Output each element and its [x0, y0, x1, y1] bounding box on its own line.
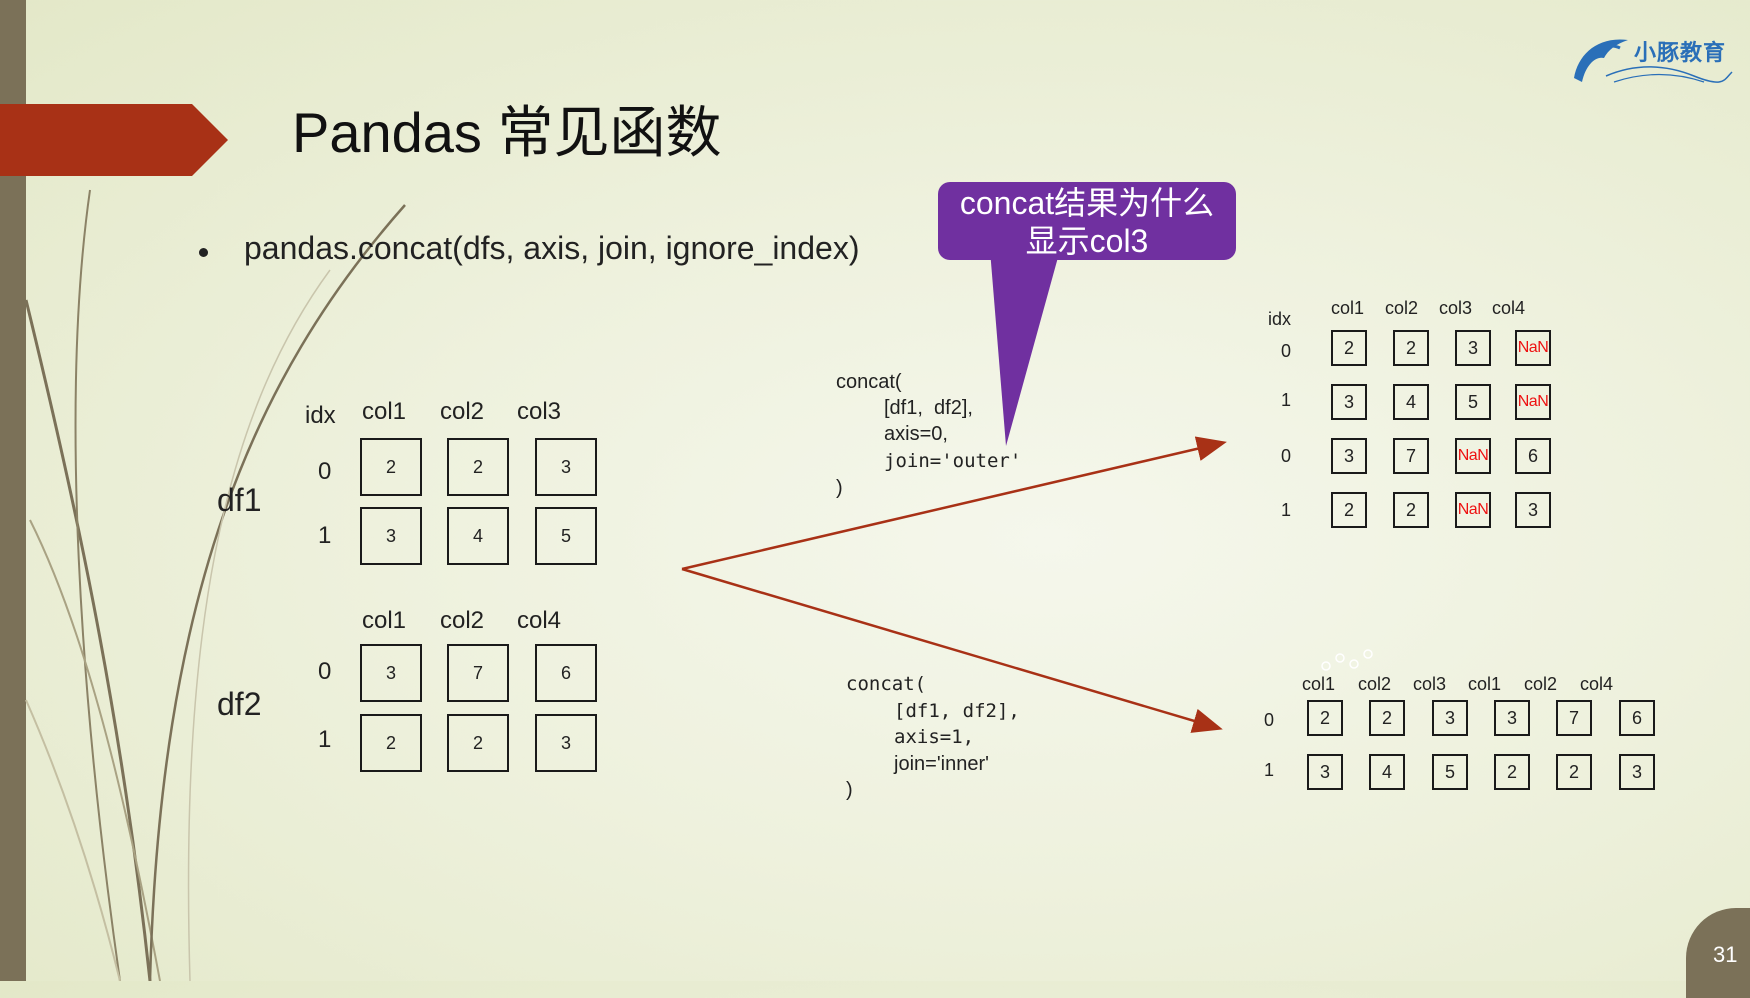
code-inner-line: [df1, df2],: [894, 700, 1020, 722]
title-arrow-shape: [0, 104, 228, 176]
result-outer-cell: 6: [1515, 438, 1551, 474]
callout-box: concat结果为什么 显示col3: [938, 182, 1236, 260]
bullet-text: pandas.concat(dfs, axis, join, ignore_in…: [244, 230, 860, 266]
result-inner-header: col2: [1524, 674, 1558, 694]
code-outer-line: [df1, df2],: [884, 397, 973, 419]
result-outer-header: col3: [1439, 298, 1473, 318]
result-outer-index: 1: [1281, 390, 1292, 410]
result-inner-index: 1: [1264, 760, 1275, 780]
result-inner-header: col4: [1580, 674, 1614, 694]
result-inner-index: 0: [1264, 710, 1275, 730]
result-outer-cell: 3: [1515, 492, 1551, 528]
df2-header: col2: [440, 607, 485, 634]
dolphin-logo-icon: [1574, 39, 1628, 82]
df1-header: col2: [440, 398, 485, 425]
df1-cell: 3: [535, 438, 597, 496]
result-inner-cell: 2: [1556, 754, 1592, 790]
result-outer-header: col1: [1331, 298, 1365, 318]
bullet-dot: [199, 248, 208, 257]
code-outer-line: concat(: [836, 371, 902, 393]
code-inner-line: axis=1,: [894, 726, 975, 748]
logo-wave-lines: [1605, 66, 1733, 83]
df1-index: 0: [318, 458, 332, 485]
result-outer-cell: 2: [1393, 330, 1429, 366]
result-outer-cell: 5: [1455, 384, 1491, 420]
result-inner-cell: 2: [1307, 700, 1343, 736]
result-inner-header: col1: [1302, 674, 1336, 694]
slide-title: Pandas 常见函数: [292, 101, 722, 164]
df2-cell: 6: [535, 644, 597, 702]
df2-label: df2: [217, 686, 262, 722]
code-outer-line: ): [836, 477, 843, 499]
df1-cell: 3: [360, 507, 422, 565]
result-outer-header: col4: [1492, 298, 1526, 318]
df2-cell: 2: [360, 714, 422, 772]
result-outer-cell-nan: NaN: [1455, 492, 1491, 528]
result-inner-cell: 2: [1369, 700, 1405, 736]
result-inner-cell: 7: [1556, 700, 1592, 736]
df2-index: 0: [318, 658, 332, 685]
code-outer-line: axis=0,: [884, 423, 948, 445]
df1-label: df1: [217, 482, 262, 518]
result-inner-cell: 3: [1494, 700, 1530, 736]
result-outer-cell: 2: [1331, 492, 1367, 528]
result-inner-cell: 3: [1432, 700, 1468, 736]
result-outer-index: 0: [1281, 341, 1292, 361]
result-outer-cell: 7: [1393, 438, 1429, 474]
result-outer-idx-label: idx: [1268, 309, 1292, 329]
result-inner-header: col3: [1413, 674, 1447, 694]
result-outer-cell: 2: [1393, 492, 1429, 528]
df2-header: col1: [362, 607, 407, 634]
df2-cell: 3: [360, 644, 422, 702]
df2-index: 1: [318, 726, 332, 753]
result-outer-cell: 3: [1331, 438, 1367, 474]
callout-pointer: [990, 250, 1060, 446]
code-outer-line: join='outer': [884, 450, 1022, 472]
result-outer-cell: 2: [1331, 330, 1367, 366]
result-inner-cell: 2: [1494, 754, 1530, 790]
result-inner-cell: 3: [1307, 754, 1343, 790]
code-inner-line: join='inner': [894, 753, 989, 775]
logo-text: 小豚教育: [1634, 40, 1727, 65]
result-inner-cell: 3: [1619, 754, 1655, 790]
result-inner-header: col2: [1358, 674, 1392, 694]
result-inner-header: col1: [1468, 674, 1502, 694]
page-number: 31: [1713, 942, 1738, 967]
df1-cell: 2: [360, 438, 422, 496]
code-inner-line: ): [846, 779, 853, 801]
result-outer-cell-nan: NaN: [1515, 330, 1551, 366]
df2-cell: 3: [535, 714, 597, 772]
callout-line-1: concat结果为什么: [959, 185, 1215, 221]
result-inner-cell: 5: [1432, 754, 1468, 790]
result-outer-index: 0: [1281, 446, 1292, 466]
code-inner-line: concat(: [846, 673, 927, 695]
result-outer-cell-nan: NaN: [1515, 384, 1551, 420]
result-outer-index: 1: [1281, 500, 1292, 520]
df2-header: col4: [517, 607, 562, 634]
df2-cell: 7: [447, 644, 509, 702]
df1-cell: 5: [535, 507, 597, 565]
result-outer-cell-nan: NaN: [1455, 438, 1491, 474]
df2-cell: 2: [447, 714, 509, 772]
df1-cell: 4: [447, 507, 509, 565]
df1-header: col1: [362, 398, 407, 425]
result-outer-header: col2: [1385, 298, 1419, 318]
df1-idx-label: idx: [305, 402, 336, 429]
result-outer-cell: 4: [1393, 384, 1429, 420]
df1-cell: 2: [447, 438, 509, 496]
callout-line-2: 显示col3: [1025, 223, 1149, 259]
result-outer-cell: 3: [1455, 330, 1491, 366]
result-inner-cell: 4: [1369, 754, 1405, 790]
decorative-dots-icon: [1321, 649, 1373, 671]
df1-header: col3: [517, 398, 562, 425]
result-outer-cell: 3: [1331, 384, 1367, 420]
df1-index: 1: [318, 522, 332, 549]
result-inner-cell: 6: [1619, 700, 1655, 736]
